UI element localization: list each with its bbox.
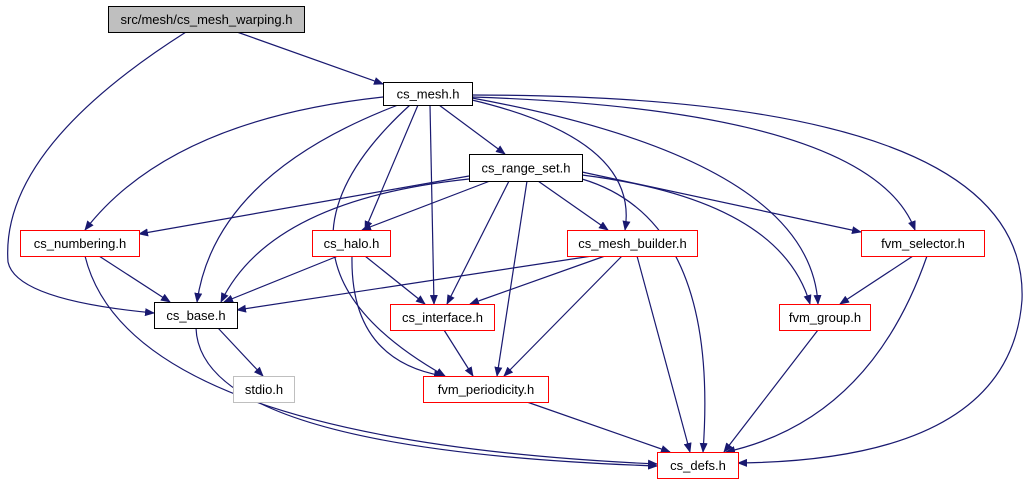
node-box <box>779 304 871 331</box>
node-label: fvm_group.h <box>789 310 861 325</box>
node-label: src/mesh/cs_mesh_warping.h <box>121 12 293 27</box>
node-box <box>423 376 549 403</box>
edge-cs-range-set-to-cs-mesh-builder <box>537 180 609 231</box>
edge-cs-mesh-warping-to-cs-base <box>7 31 187 317</box>
edges-layer <box>7 31 1023 470</box>
edge-cs-mesh-to-cs-mesh-builder <box>471 99 631 231</box>
edge-cs-range-set-to-fvm-periodicity <box>494 180 528 377</box>
edge-cs-mesh-builder-to-cs-defs <box>636 255 692 453</box>
edge-cs-mesh-to-fvm-selector <box>471 96 916 231</box>
node-box <box>108 6 305 33</box>
edge-cs-interface-to-fvm-periodicity <box>443 329 474 377</box>
node-label: fvm_periodicity.h <box>438 382 535 397</box>
node-fvm-periodicity[interactable]: fvm_periodicity.h <box>423 376 549 403</box>
edge-cs-mesh-builder-to-cs-interface <box>469 255 606 305</box>
edge-fvm-periodicity-to-cs-defs <box>526 401 671 453</box>
node-box <box>383 82 473 106</box>
edge-cs-range-set-to-fvm-selector <box>581 171 862 235</box>
node-box <box>20 230 140 257</box>
edge-cs-base-to-stdio <box>217 327 264 377</box>
node-cs-mesh-builder[interactable]: cs_mesh_builder.h <box>567 230 698 257</box>
node-label: cs_range_set.h <box>482 161 571 176</box>
node-cs-range-set[interactable]: cs_range_set.h <box>469 154 583 182</box>
node-box <box>390 304 495 331</box>
node-box <box>861 230 985 257</box>
node-cs-interface[interactable]: cs_interface.h <box>390 304 495 331</box>
edge-cs-mesh-to-cs-base <box>194 104 399 303</box>
node-box <box>312 230 391 257</box>
edge-cs-mesh-to-cs-range-set <box>438 104 506 155</box>
edge-fvm-selector-to-cs-defs <box>725 255 928 454</box>
node-box <box>154 302 238 329</box>
node-cs-mesh-warping[interactable]: src/mesh/cs_mesh_warping.h <box>108 6 305 33</box>
node-label: cs_numbering.h <box>34 236 127 251</box>
node-stdio[interactable]: stdio.h <box>233 376 295 403</box>
node-fvm-group[interactable]: fvm_group.h <box>779 304 871 331</box>
node-label: cs_defs.h <box>670 458 726 473</box>
node-box <box>469 154 583 182</box>
edge-cs-range-set-to-cs-numbering <box>138 175 470 237</box>
node-cs-defs[interactable]: cs_defs.h <box>657 452 739 479</box>
node-label: fvm_selector.h <box>881 236 965 251</box>
edge-cs-halo-to-cs-base <box>223 255 339 303</box>
nodes-layer: src/mesh/cs_mesh_warping.h cs_mesh.h cs_ra… <box>20 6 985 479</box>
edge-cs-mesh-to-fvm-group <box>471 97 822 305</box>
edge-cs-mesh-to-cs-defs <box>471 94 1023 467</box>
node-cs-base[interactable]: cs_base.h <box>154 302 238 329</box>
edge-cs-base-to-cs-defs <box>195 327 658 470</box>
edge-cs-range-set-to-cs-interface <box>446 180 510 305</box>
edge-cs-mesh-warping-to-cs-mesh <box>236 31 384 85</box>
edge-cs-range-set-to-cs-base <box>220 178 470 303</box>
node-label: cs_mesh.h <box>397 87 460 102</box>
node-label: cs_interface.h <box>402 310 483 325</box>
edge-cs-mesh-builder-to-cs-base <box>236 255 593 313</box>
node-cs-halo[interactable]: cs_halo.h <box>312 230 391 257</box>
edge-cs-mesh-to-cs-numbering <box>84 96 384 231</box>
edge-cs-mesh-builder-to-fvm-periodicity <box>503 255 623 377</box>
node-label: cs_halo.h <box>324 236 380 251</box>
node-fvm-selector[interactable]: fvm_selector.h <box>861 230 985 257</box>
node-box <box>657 452 739 479</box>
node-label: cs_base.h <box>166 308 225 323</box>
edge-cs-halo-to-fvm-periodicity <box>351 255 444 379</box>
node-box <box>567 230 698 257</box>
edge-cs-range-set-to-cs-defs <box>581 178 708 453</box>
node-box <box>233 376 295 403</box>
node-cs-numbering[interactable]: cs_numbering.h <box>20 230 140 257</box>
edge-fvm-selector-to-fvm-group <box>839 255 914 305</box>
node-cs-mesh[interactable]: cs_mesh.h <box>383 82 473 106</box>
edge-fvm-group-to-cs-defs <box>723 329 819 453</box>
node-label: cs_mesh_builder.h <box>578 236 686 251</box>
node-label: stdio.h <box>245 382 283 397</box>
edge-cs-halo-to-cs-interface <box>364 255 426 305</box>
edge-cs-range-set-to-cs-halo <box>361 180 491 231</box>
edge-cs-numbering-to-cs-base <box>98 255 171 303</box>
edge-cs-numbering-to-cs-defs <box>84 255 658 468</box>
edge-cs-mesh-to-cs-halo <box>364 104 419 231</box>
edge-cs-mesh-to-cs-interface <box>429 104 438 305</box>
